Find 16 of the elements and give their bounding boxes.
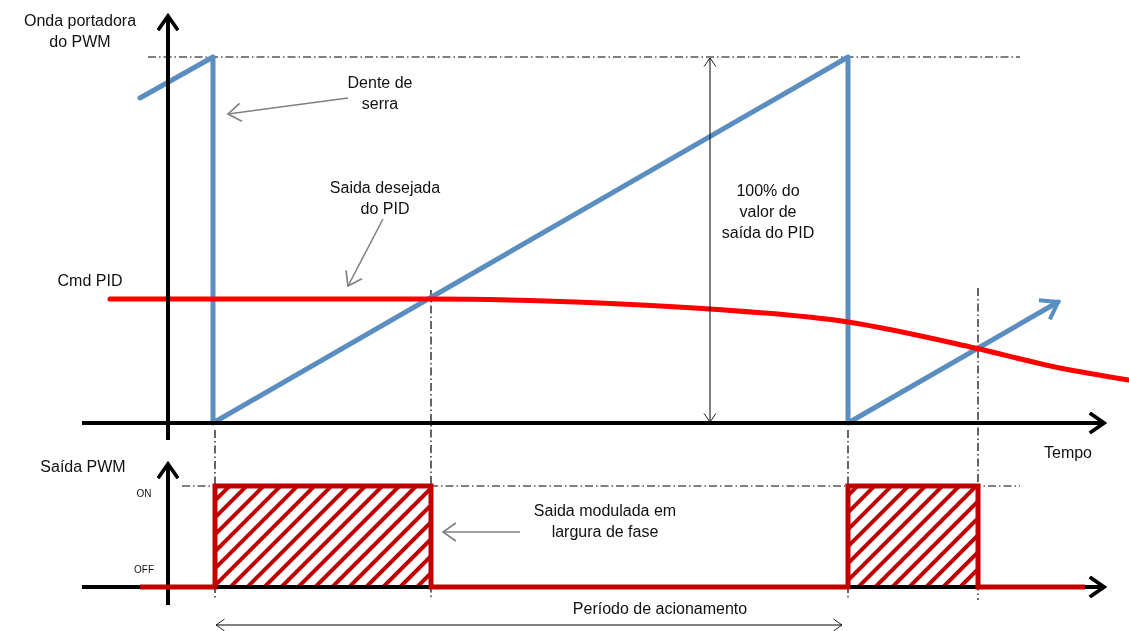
curve-label: Cmd PID [56, 271, 124, 291]
level-label: ON [135, 488, 153, 500]
leader-arrow [442, 522, 521, 542]
level-label: OFF [133, 564, 155, 576]
leader-arrow [227, 97, 349, 123]
callout-label: Saida desejada do PID [322, 177, 448, 219]
callout-label: Dente de serra [335, 72, 425, 114]
leader-arrow [345, 218, 384, 287]
hatched-pulse [215, 486, 431, 587]
callout-label: Saida modulada em largura de fase [520, 500, 690, 542]
pid-command-curve [107, 296, 1129, 383]
axis-label: Saída PWM [39, 457, 127, 477]
hatched-pulse [848, 486, 978, 587]
axis-label: Tempo [1043, 443, 1093, 463]
axis-label: Onda portadora do PWM [22, 11, 138, 52]
dimension-label: Período de acionamento [571, 599, 749, 619]
